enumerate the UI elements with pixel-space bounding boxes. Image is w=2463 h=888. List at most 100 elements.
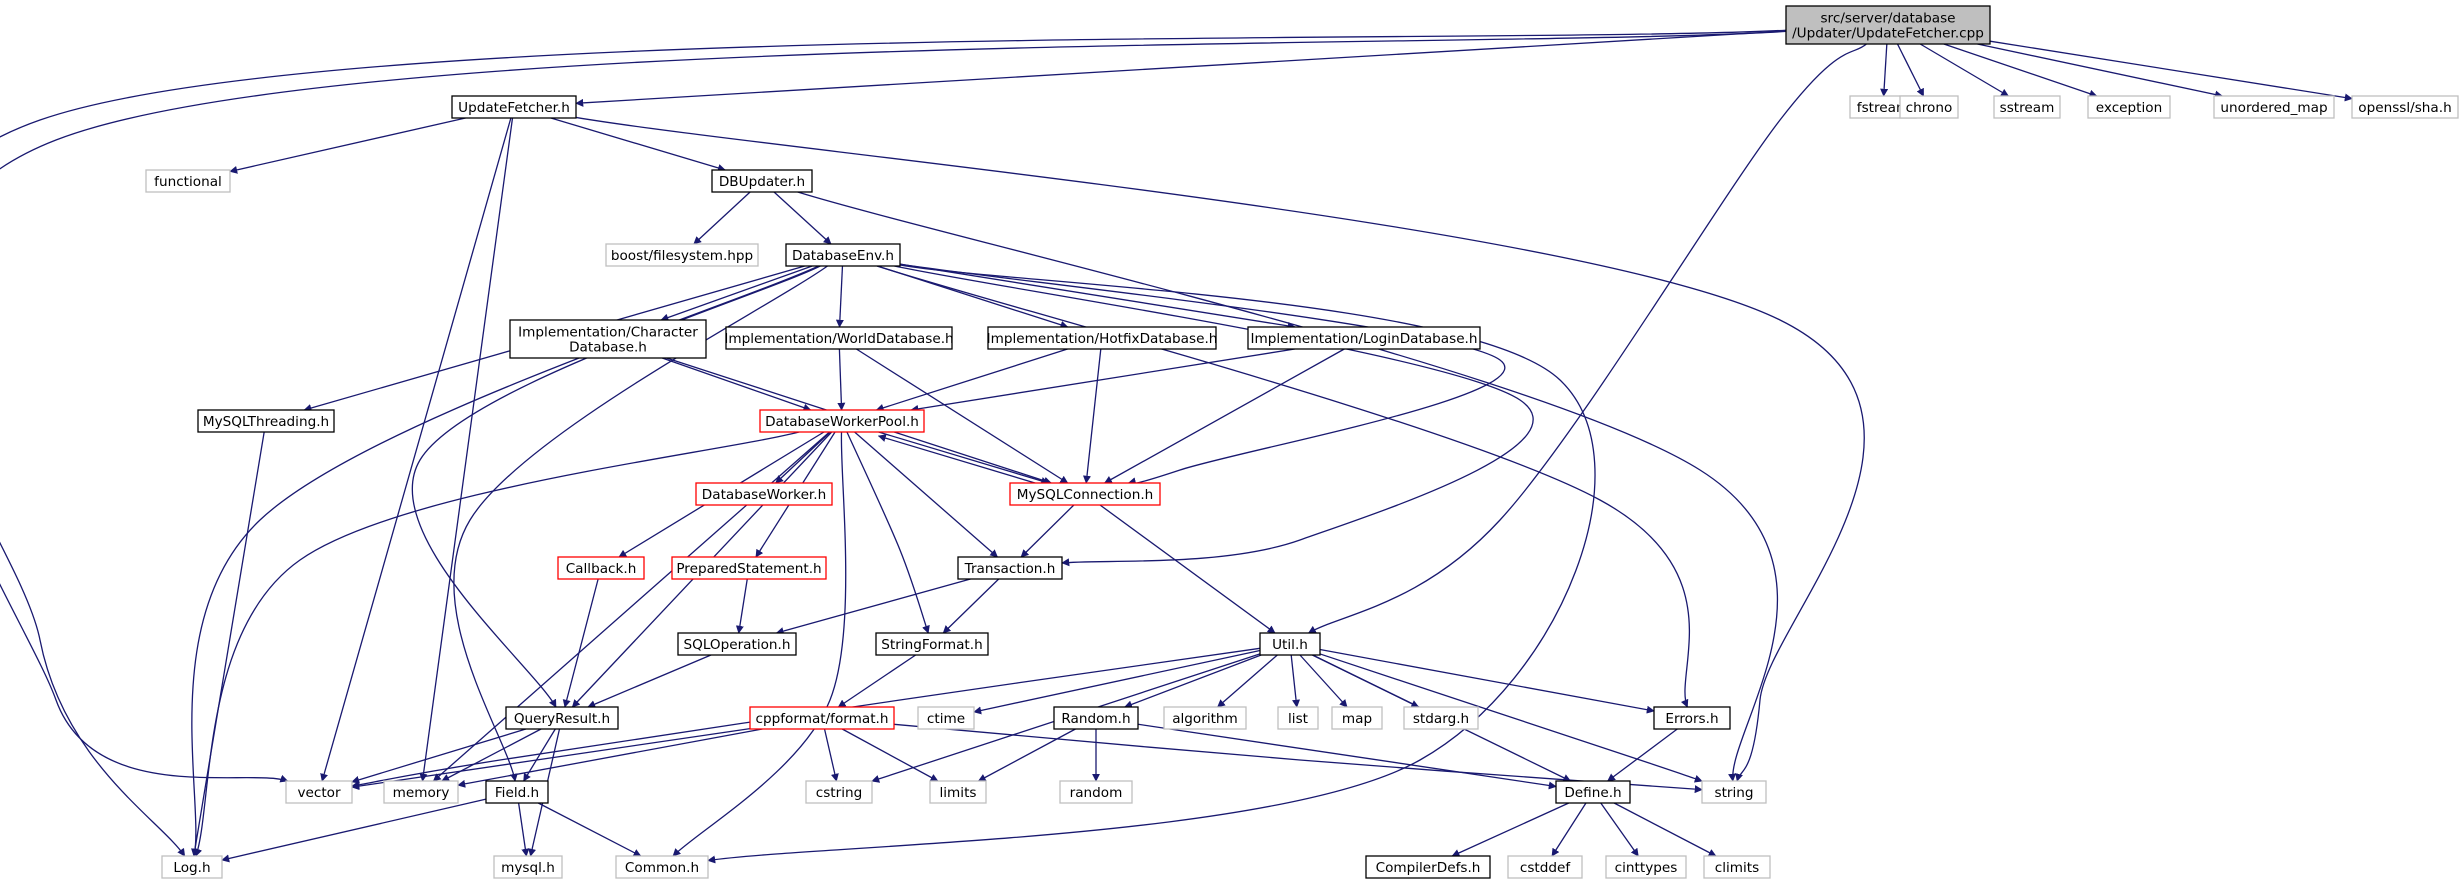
nodes-layer: src/server/database/Updater/UpdateFetche… [145, 5, 2459, 879]
edge-callback_h-to-queryresult_h [562, 578, 599, 708]
edge-queryresult_h-to-memory [441, 728, 542, 782]
node-label: climits [1715, 860, 1759, 876]
edge-updatefetcher_h-to-vector [320, 117, 512, 782]
node-dbworker-h[interactable]: DatabaseWorker.h [695, 482, 833, 506]
edge-databaseenv_h-to-log_h [191, 265, 820, 857]
edge-sqloperation_h-to-queryresult_h [587, 654, 712, 708]
node-memory: memory [383, 780, 459, 804]
node-box [1993, 95, 2061, 119]
edge-define_h-to-climits [1613, 802, 1717, 857]
node-vector: vector [285, 780, 353, 804]
edge-impl_hotfix-to-mysqlconnection_h [1083, 348, 1102, 484]
node-transaction-h[interactable]: Transaction.h [957, 556, 1063, 580]
node-callback-h[interactable]: Callback.h [557, 556, 645, 580]
node-box [1247, 326, 1481, 350]
node-cstring: cstring [805, 780, 873, 804]
node-cppformat-h[interactable]: cppformat/format.h [749, 706, 895, 730]
node-label: DBUpdater.h [719, 174, 805, 190]
node-sqloperation-h[interactable]: SQLOperation.h [677, 632, 797, 656]
node-openssl-sha: openssl/sha.h [2351, 95, 2459, 119]
node-label: Implementation/LoginDatabase.h [1251, 331, 1478, 347]
edge-root-to-sstream [1919, 43, 2010, 97]
node-dbworkerpool-h[interactable]: DatabaseWorkerPool.h [759, 409, 925, 433]
node-impl-login[interactable]: Implementation/LoginDatabase.h [1247, 326, 1481, 350]
node-common-h: Common.h [615, 855, 709, 879]
node-updatefetcher-h[interactable]: UpdateFetcher.h [451, 95, 577, 119]
edge-field_h-to-mysql_h [517, 802, 530, 857]
node-label: random [1070, 785, 1123, 801]
node-label: vector [297, 785, 341, 801]
edge-cppformat_h-to-limits [841, 728, 939, 782]
node-impl-hotfix[interactable]: Implementation/HotfixDatabase.h [987, 326, 1218, 350]
node-dbupdater-h[interactable]: DBUpdater.h [711, 169, 813, 193]
node-limits: limits [929, 780, 987, 804]
node-label: Implementation/WorldDatabase.h [724, 331, 953, 347]
edge-root-to-fstream [1880, 43, 1889, 97]
edge-util_h-to-random_h [1124, 654, 1262, 709]
node-root[interactable]: src/server/database/Updater/UpdateFetche… [1785, 5, 1991, 45]
edge-dbworkerpool_h-to-stringformat_h [846, 431, 930, 634]
edge-queryresult_h-to-field_h [523, 728, 556, 782]
node-box [1605, 855, 1687, 879]
node-label: algorithm [1172, 711, 1238, 727]
edge-mysqlthreading_h-to-log_h [191, 431, 265, 857]
node-box [1785, 5, 1991, 45]
edge-queryresult_h-to-vector [351, 728, 527, 784]
node-compilerdefs-h[interactable]: CompilerDefs.h [1365, 855, 1491, 879]
node-define-h[interactable]: Define.h [1555, 780, 1631, 804]
node-box [987, 326, 1217, 350]
node-util-h[interactable]: Util.h [1259, 632, 1321, 656]
node-box [677, 632, 797, 656]
node-string: string [1701, 780, 1767, 804]
node-box [2213, 95, 2335, 119]
node-cstddef: cstddef [1507, 855, 1583, 879]
node-databaseenv-h[interactable]: DatabaseEnv.h [785, 243, 901, 267]
node-stringformat-h[interactable]: StringFormat.h [875, 632, 989, 656]
edge-updatefetcher_h-to-dbupdater_h [550, 117, 726, 172]
node-label: functional [154, 174, 222, 190]
edge-dbupdater_h-to-boost_fs [693, 191, 751, 245]
node-errors-h[interactable]: Errors.h [1653, 706, 1731, 730]
node-label: Callback.h [566, 561, 637, 577]
node-mysqlthreading-h[interactable]: MySQLThreading.h [197, 409, 335, 433]
node-field-h[interactable]: Field.h [485, 780, 549, 804]
node-box [695, 482, 833, 506]
node-label: Errors.h [1665, 711, 1718, 727]
node-box [1365, 855, 1491, 879]
edge-stringformat_h-to-cppformat_h [837, 654, 917, 708]
node-ctime: ctime [917, 706, 975, 730]
edge-impl_login-to-dbworkerpool_h [910, 348, 1295, 413]
node-box [451, 95, 577, 119]
node-label: map [1342, 711, 1372, 727]
node-label: Implementation/HotfixDatabase.h [987, 331, 1218, 347]
node-preparedstatement-h[interactable]: PreparedStatement.h [671, 556, 827, 580]
node-box [1701, 780, 1767, 804]
node-sstream: sstream [1993, 95, 2061, 119]
node-label: sstream [2000, 100, 2055, 116]
edge-util_h-to-string [1319, 653, 1703, 783]
node-box [1259, 632, 1321, 656]
edge-impl_char-to-dbworkerpool_h [662, 357, 812, 412]
edge-root-to-unordered_map [1977, 43, 2224, 99]
node-mysqlconnection-h[interactable]: MySQLConnection.h [1009, 482, 1161, 506]
node-box [1331, 706, 1383, 730]
node-random: random [1059, 780, 1133, 804]
node-label: chrono [1906, 100, 1953, 116]
edge-databaseenv_h-to-impl_char [660, 265, 813, 322]
edge-define_h-to-cstddef [1551, 802, 1587, 857]
node-unordered-map: unordered_map [2213, 95, 2335, 119]
edge-transaction_h-to-sqloperation_h [775, 578, 971, 635]
node-queryresult-h[interactable]: QueryResult.h [505, 706, 619, 730]
node-label: CompilerDefs.h [1376, 860, 1481, 876]
node-box [917, 706, 975, 730]
node-box [605, 243, 759, 267]
node-label: Common.h [625, 860, 699, 876]
edge-databaseenv_h-to-common_h [707, 264, 1596, 864]
node-random-h[interactable]: Random.h [1053, 706, 1139, 730]
node-box [285, 780, 353, 804]
node-label: DatabaseEnv.h [792, 248, 894, 264]
node-impl-world[interactable]: Implementation/WorldDatabase.h [724, 326, 954, 350]
edges-layer [0, 29, 2353, 864]
node-box [2351, 95, 2459, 119]
